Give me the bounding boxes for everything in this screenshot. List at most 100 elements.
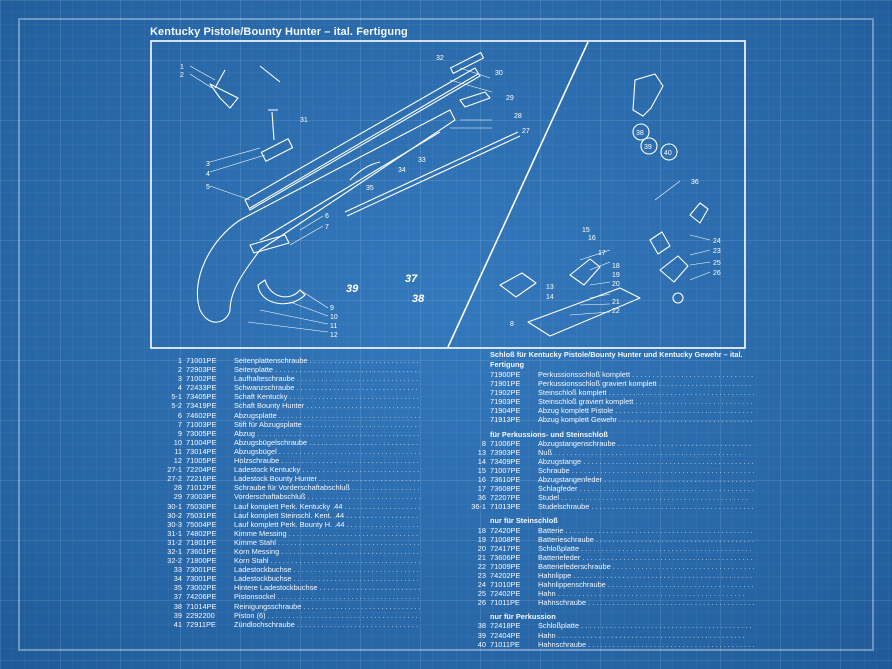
part-code: 71012PE <box>186 483 217 493</box>
callout-16: 16 <box>588 235 596 242</box>
part-number: 4 <box>177 383 182 393</box>
part-number: 5-2 <box>171 401 182 411</box>
part-description: Kimme Messing <box>234 529 420 538</box>
part-code: 73002PE <box>186 583 217 593</box>
part-code: 72404PE <box>490 630 521 640</box>
callout-13: 13 <box>546 284 554 291</box>
part-code: 71013PE <box>490 502 521 512</box>
part-number: 35 <box>173 583 182 593</box>
part-number <box>454 388 490 397</box>
callout-28: 28 <box>514 113 522 120</box>
exploded-view-diagram: 1 2 3 4 5 6 7 8 9 10 11 12 13 14 15 16 1… <box>150 40 746 350</box>
part-number: 37 <box>173 592 182 602</box>
diagram-border <box>150 40 746 349</box>
part-number: 27-2 <box>167 474 182 484</box>
callout-40-circle: 40 <box>664 150 672 157</box>
part-description: Abzugsbügel <box>234 447 420 456</box>
part-description: Vorderschaftabschluß <box>234 492 420 501</box>
part-description: Ladestockbuchse <box>234 565 420 574</box>
part-description: Abzug komplett Pistole <box>538 406 754 415</box>
part-description: Seitenplattenschraube <box>234 356 420 365</box>
part-number: 29 <box>173 492 182 502</box>
ramrod-drawing <box>344 131 521 217</box>
part-row: 35 73002PE Hintere Ladestockbuchse <box>150 583 420 592</box>
callout-27: 27 <box>522 128 530 135</box>
part-code: 73405PE <box>186 392 217 402</box>
perc-header: nur für Perkussion <box>490 612 556 622</box>
part-code: 72433PE <box>186 383 217 393</box>
part-number: 6 <box>177 410 182 420</box>
perc-list: 3872418PESchloßplatte3972404PEHahn407101… <box>454 621 754 648</box>
part-number: 5-1 <box>171 392 182 402</box>
flint-list: 1872420PEBatterie1971008PEBatterieschrau… <box>454 526 754 608</box>
part-description: Schlagfeder <box>538 484 754 493</box>
callout-18: 18 <box>612 263 620 270</box>
part-code: 73003PE <box>186 492 217 502</box>
part-description: Ladestock Bounty Hunter <box>234 474 420 483</box>
trigger-plate-drawing <box>249 234 290 254</box>
part-number: 9 <box>177 428 182 438</box>
part-code: 71900PE <box>490 370 521 379</box>
part-code: 71002PE <box>186 374 217 384</box>
callout-23: 23 <box>713 248 721 255</box>
part-code: 74202PE <box>490 570 521 580</box>
perc-lock-drawing <box>632 73 664 117</box>
part-description: Hahnschraube <box>538 640 754 649</box>
callout-15: 15 <box>582 227 590 234</box>
part-number: 7 <box>177 419 182 429</box>
callout-30: 30 <box>495 70 503 77</box>
part-number: 22 <box>477 561 486 571</box>
callout-25: 25 <box>713 260 721 267</box>
part-description: Hahn <box>538 631 754 640</box>
diagram-divider <box>447 41 589 348</box>
part-number: 30-1 <box>167 501 182 511</box>
part-description: Steinschloß graviert komplett <box>538 397 754 406</box>
handwritten-37: 37 <box>405 273 418 285</box>
blueprint-frame <box>18 18 874 651</box>
stock-drawing <box>196 109 456 323</box>
both-locks-header: für Perkussions- und Steinschloß <box>490 429 608 439</box>
part-number: 8 <box>481 438 486 448</box>
part-description: Batterie <box>538 526 754 535</box>
part-code: 71009PE <box>490 561 521 571</box>
part-number: 32-1 <box>167 546 182 556</box>
callout-17: 17 <box>598 250 606 257</box>
part-number: 39 <box>173 610 182 620</box>
part-number: 23 <box>477 570 486 580</box>
tang-drawing <box>260 138 294 162</box>
callout-11: 11 <box>330 323 337 330</box>
part-number: 19 <box>477 534 486 544</box>
part-number: 36-1 <box>471 502 486 512</box>
part-description: Korn Stahl <box>234 556 420 565</box>
part-number: 28 <box>173 483 182 493</box>
callout-20: 20 <box>612 281 620 288</box>
part-description: Zündlochschraube <box>234 620 420 629</box>
part-description: Hintere Ladestockbuchse <box>234 583 420 592</box>
part-description: Batterieschraube <box>538 535 754 544</box>
part-number: 27-1 <box>167 465 182 475</box>
part-description: Abzug <box>234 429 420 438</box>
forend-cap-drawing <box>459 91 491 108</box>
part-number: 38 <box>477 621 486 631</box>
part-description: Schaft Kentucky <box>234 392 420 401</box>
barrel-drawing <box>244 52 485 211</box>
part-description: Studel <box>538 493 754 502</box>
part-description: Ladestock Kentucky <box>234 465 420 474</box>
part-number: 38 <box>173 601 182 611</box>
part-description: Batteriefeder <box>538 553 754 562</box>
